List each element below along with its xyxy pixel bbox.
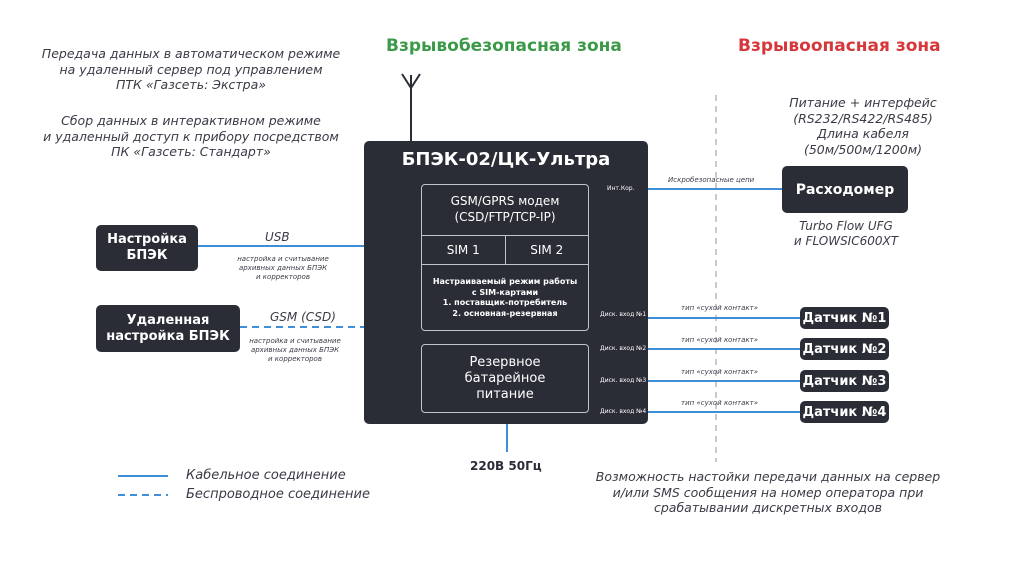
sim1-slot: SIM 1: [422, 236, 506, 264]
gsm-modem-block: GSM/GPRS модем (CSD/FTP/TCP-IP) SIM 1 SI…: [421, 184, 589, 331]
setup-bpek-box: Настройка БПЭК: [96, 225, 198, 271]
remote-setup-bpek-box: Удаленная настройка БПЭК: [96, 305, 240, 352]
sensor-2: Датчик №2: [800, 338, 889, 360]
port-int-kor: Инт.Кор.: [607, 185, 635, 192]
sensor-1: Датчик №1: [800, 307, 889, 329]
dry-contact-label-2: тип «сухой контакт»: [681, 336, 759, 344]
usb-note: настройка и считывание архивных данных Б…: [237, 255, 329, 281]
hazard-zone-title: Взрывоопасная зона: [738, 36, 941, 56]
sensor-3: Датчик №3: [800, 370, 889, 392]
antenna-icon: [401, 73, 421, 142]
sim2-slot: SIM 2: [530, 243, 564, 257]
flowmeter-models: Turbo Flow UFG и FLOWSIC600XT: [793, 219, 899, 248]
gsm-csd-label: GSM (CSD): [270, 310, 336, 324]
safe-zone-title: Взрывобезопасная зона: [386, 36, 622, 56]
device-title: БПЭК-02/ЦК-Ультра: [401, 149, 611, 170]
gsm-note: настройка и считывание архивных данных Б…: [249, 337, 341, 363]
sim-row: SIM 1 SIM 2: [422, 235, 588, 265]
sim-mode-text: Настраиваемый режим работы с SIM-картами…: [432, 277, 578, 318]
note-power-interface: Питание + интерфейс (RS232/RS422/RS485) …: [789, 95, 937, 157]
usb-label: USB: [265, 230, 290, 244]
dry-contact-label-4: тип «сухой контакт»: [681, 399, 759, 407]
gsm-modem-label: GSM/GPRS модем (CSD/FTP/TCP-IP): [450, 194, 560, 224]
note-sms-config: Возможность настойки передачи данных на …: [595, 469, 941, 515]
note-auto-transfer: Передача данных в автоматическом режиме …: [41, 46, 341, 92]
port-disc-input-1: Диск. вход №1: [600, 311, 647, 318]
backup-battery-block: Резервное батарейное питание: [421, 344, 589, 413]
port-disc-input-3: Диск. вход №3: [600, 377, 647, 384]
legend-wireless-text: Беспроводное соединение: [186, 487, 370, 502]
power-label: 220В 50Гц: [470, 459, 542, 473]
dry-contact-label-1: тип «сухой контакт»: [681, 304, 759, 312]
legend-cable-text: Кабельное соединение: [186, 468, 346, 483]
port-disc-input-2: Диск. вход №2: [600, 345, 647, 352]
sensor-4: Датчик №4: [800, 401, 889, 423]
ex-circuits-label: Искробезопасные цепи: [668, 176, 755, 184]
note-interactive: Сбор данных в интерактивном режиме и уда…: [43, 113, 339, 159]
port-disc-input-4: Диск. вход №4: [600, 408, 647, 415]
flowmeter-box: Расходомер: [782, 166, 908, 213]
device-bpek-main: БПЭК-02/ЦК-Ультра GSM/GPRS модем (CSD/FT…: [364, 141, 648, 424]
dry-contact-label-3: тип «сухой контакт»: [681, 368, 759, 376]
